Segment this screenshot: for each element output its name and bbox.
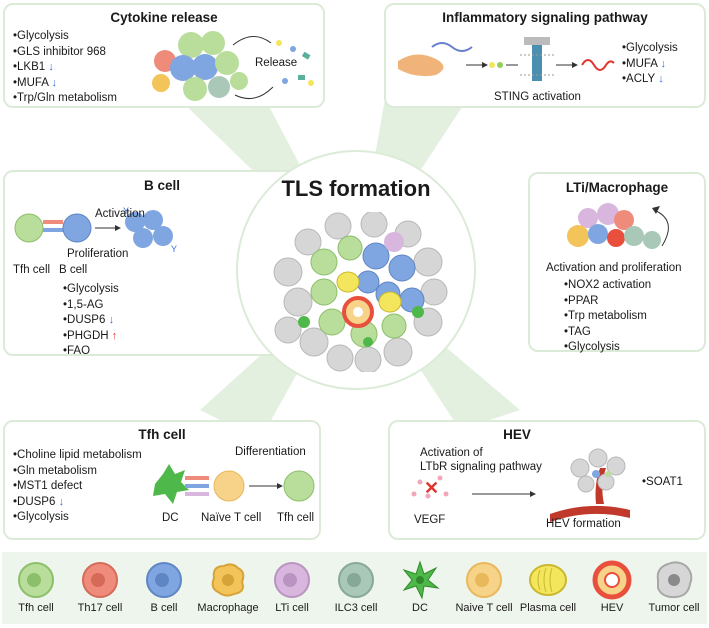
up-arrow-icon: ↑ [111, 329, 118, 342]
macrophage-icon [211, 563, 245, 597]
hev-panel: HEV Activation of LTbR signaling pathway… [388, 420, 706, 540]
legend-item-dc: DC [388, 552, 452, 624]
tfh-cell-panel: Tfh cell •Choline lipid metabolism •Gln … [3, 420, 321, 540]
list-item: •Glycolysis [13, 511, 69, 523]
list-item: •Glycolysis [622, 42, 678, 54]
activation-label: Activation [95, 208, 145, 220]
list-item: •PHGDH ↑ [63, 329, 118, 342]
tls-formation-title: TLS formation [281, 176, 431, 201]
svg-text:✕: ✕ [424, 478, 439, 498]
cytokine-metabolism-list: •Glycolysis •GLS inhibitor 968 •LKB1 ↓ •… [13, 29, 117, 107]
list-item: •PPAR [564, 294, 599, 307]
tls-cluster-illustration [273, 212, 448, 372]
lti-macrophage-panel: LTi/Macrophage Activation and proliferat… [528, 172, 706, 353]
b-cell-title: B cell [143, 178, 181, 193]
release-label: Release [255, 57, 298, 69]
inflammatory-metabolism-list: •Glycolysis •MUFA ↓ •ACLY ↓ [622, 41, 678, 88]
list-item: •DUSP6 ↓ [63, 314, 115, 326]
hev-formation-label: HEV formation [546, 518, 621, 530]
down-arrow-icon: ↓ [658, 73, 664, 85]
legend-item-ilc3-cell: ILC3 cell [324, 552, 388, 624]
down-arrow-icon: ↓ [51, 76, 58, 89]
list-item: •Trp metabolism [564, 310, 647, 322]
list-item: •Glycolysis [63, 283, 119, 295]
list-item: •1,5-AG [63, 298, 104, 311]
list-item: •Gln metabolism [13, 464, 97, 477]
hev-title: HEV [503, 427, 531, 442]
down-arrow-icon: ↓ [108, 314, 115, 326]
list-item: •NOX2 activation [564, 279, 652, 291]
down-arrow-icon: ↓ [58, 495, 65, 508]
hev-icon [592, 560, 632, 600]
legend-item-lti-cell: LTi cell [260, 552, 324, 624]
b-cell-icon [146, 562, 182, 598]
plasma-cell-icon [529, 564, 567, 596]
legend-item-b-cell: B cell [132, 552, 196, 624]
list-item: •LKB1 ↓ [13, 61, 54, 73]
legend-item-tumor-cell: Tumor cell [642, 552, 706, 624]
cytokine-release-title: Cytokine release [110, 10, 218, 25]
tfh-metabolism-list: •Choline lipid metabolism •Gln metabolis… [13, 448, 142, 526]
tfh-cell-label: Tfh cell [277, 512, 315, 524]
tfh-cell-icon [18, 562, 54, 598]
list-item: •FAO [63, 345, 91, 357]
differentiation-label: Differentiation [235, 446, 306, 458]
tfh-differentiation-illustration [153, 464, 315, 504]
list-item: •GLS inhibitor 968 [13, 45, 106, 58]
svg-text:Y: Y [171, 244, 177, 254]
tfh-cell-label: Tfh cell [13, 264, 51, 276]
dc-label: DC [162, 512, 179, 524]
b-cell-metabolism-list: •Glycolysis •1,5-AG •DUSP6 ↓ •PHGDH ↑ •F… [63, 282, 119, 360]
b-cell-activation-illustration: YY [14, 206, 177, 254]
sting-activation-label: STING activation [494, 91, 581, 103]
down-arrow-icon: ↓ [660, 57, 667, 70]
tls-formation-circle: TLS formation [236, 150, 476, 390]
list-item: •ACLY ↓ [622, 73, 664, 85]
dc-icon [402, 560, 440, 600]
tfh-cell-title: Tfh cell [138, 427, 186, 442]
legend-item-tfh-cell: Tfh cell [4, 552, 68, 624]
legend-item-hev: HEV [580, 552, 644, 624]
ilc3-cell-icon [338, 562, 374, 598]
legend-item-macrophage: Macrophage [196, 552, 260, 624]
th17-cell-icon [82, 562, 118, 598]
soat1-label: •SOAT1 [642, 476, 683, 488]
list-item: •MST1 defect [13, 480, 83, 492]
sting-pathway-illustration [398, 37, 615, 81]
naive-t-cell-icon [466, 562, 502, 598]
hev-formation-illustration: ✕ [411, 448, 630, 522]
lti-cell-icon [274, 562, 310, 598]
list-item: •Choline lipid metabolism [13, 449, 142, 461]
inflammatory-signaling-panel: Inflammatory signaling pathway STING act… [384, 3, 706, 108]
tumor-cell-icon [656, 561, 693, 599]
vegf-label: VEGF [414, 514, 446, 526]
legend-item-th17-cell: Th17 cell [68, 552, 132, 624]
lti-macrophage-title: LTi/Macrophage [565, 180, 669, 195]
activation-proliferation-label: Activation and proliferation [546, 262, 682, 274]
b-cell-label: B cell [59, 264, 88, 276]
legend-item-naive-t-cell: Naive T cell [452, 552, 516, 624]
list-item: •Trp/Gln metabolism [13, 92, 117, 104]
cell-cluster-release-illustration [152, 31, 314, 101]
cytokine-release-panel: Cytokine release •Glycolysis •GLS inhibi… [3, 3, 325, 108]
proliferation-label: Proliferation [67, 248, 129, 260]
lti-metabolism-list: •NOX2 activation •PPAR •Trp metabolism •… [564, 278, 651, 356]
list-item: •MUFA ↓ [622, 57, 667, 70]
legend-item-plasma-cell: Plasma cell [516, 552, 580, 624]
list-item: •Glycolysis [13, 30, 69, 42]
list-item: •MUFA ↓ [13, 76, 58, 89]
down-arrow-icon: ↓ [48, 61, 54, 73]
ltbr-activation-label: Activation of LTbR signaling pathway [420, 447, 542, 473]
list-item: •DUSP6 ↓ [13, 495, 65, 508]
cell-type-legend: Tfh cell Th17 cell B cell Macrophage LTi… [2, 552, 707, 624]
inflammatory-signaling-title: Inflammatory signaling pathway [442, 10, 648, 25]
lti-macrophage-cluster-illustration [567, 203, 669, 249]
list-item: •TAG [564, 325, 591, 338]
list-item: •Glycolysis [564, 341, 620, 353]
naive-t-cell-label: Naïve T cell [201, 512, 262, 524]
svg-text:Y: Y [123, 206, 129, 216]
